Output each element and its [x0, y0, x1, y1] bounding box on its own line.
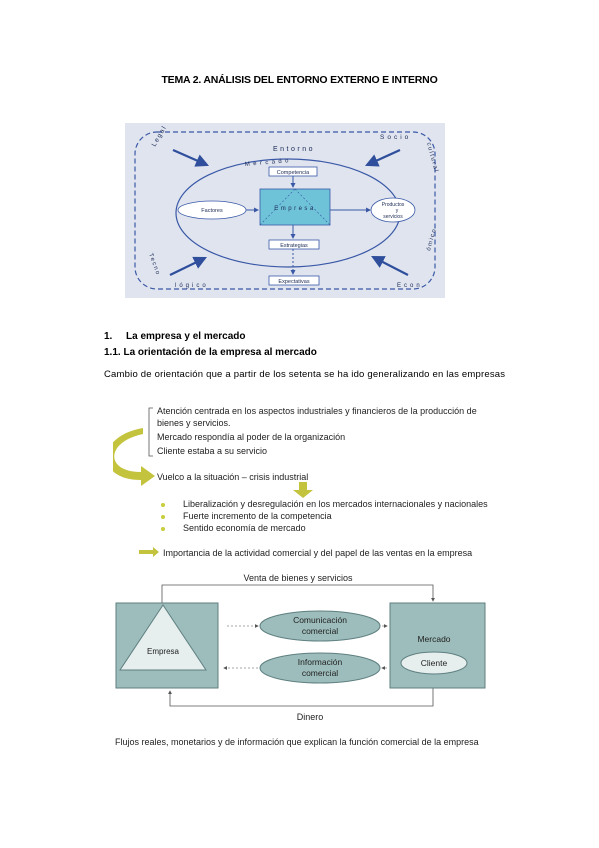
arrow-econ	[371, 255, 409, 276]
environment-diagram: Entorno Legal Socio cultural Tecno lógic…	[125, 123, 445, 298]
label-informacion: Información	[298, 657, 343, 667]
intro-paragraph: Cambio de orientación que a partir de lo…	[104, 369, 506, 380]
bullet-icon	[161, 527, 165, 531]
label-cliente: Cliente	[421, 658, 448, 668]
conclusion-text: Importancia de la actividad comercial y …	[163, 548, 473, 558]
down-arrow-icon	[293, 482, 313, 498]
bullet-item: Fuerte incremento de la competencia	[183, 511, 332, 521]
mercado-box	[389, 602, 486, 689]
label-factores: Factores	[201, 208, 223, 214]
text-line-5: Vuelco a la situación – crisis industria…	[157, 472, 309, 482]
bullet-icon	[161, 503, 165, 507]
section-heading-1: 1.La empresa y el mercado	[104, 331, 246, 342]
arrow-socio	[364, 148, 401, 167]
label-mercado: Mercado	[417, 634, 450, 644]
label-empresa: Empresa	[147, 647, 180, 656]
text-line-4: Cliente estaba a su servicio	[157, 446, 268, 456]
label-y: y	[396, 208, 399, 214]
bullet-icon	[161, 515, 165, 519]
section-heading-1-1: 1.1. La orientación de la empresa al mer…	[104, 347, 317, 358]
label-venta: Venta de bienes y servicios	[243, 573, 353, 583]
bullet-item: Liberalización y desregulación en los me…	[183, 499, 488, 509]
label-estrategias: Estrategias	[280, 243, 308, 249]
label-empresa: Empresa	[274, 206, 316, 212]
label-competencia: Competencia	[277, 170, 310, 176]
entorno-border	[134, 131, 436, 290]
page-title: TEMA 2. ANÁLISIS DEL ENTORNO EXTERNO E I…	[161, 74, 438, 86]
label-dinero: Dinero	[297, 712, 324, 722]
label-comunicacion-2: comercial	[302, 626, 338, 636]
label-cultural: cultural	[425, 142, 439, 174]
label-mercado: Mercado	[245, 158, 292, 168]
estrategias-box	[268, 239, 320, 250]
informacion-ellipse	[259, 652, 381, 684]
orientation-change-figure: Atención centrada en los aspectos indust…	[113, 394, 513, 564]
curved-arrow-icon	[113, 428, 155, 486]
label-informacion-2: comercial	[302, 668, 338, 678]
arrow-legal	[172, 148, 210, 167]
text-line-2: bienes y servicios.	[157, 418, 231, 428]
productos-ellipse	[370, 197, 416, 223]
text-line-1: Atención centrada en los aspectos indust…	[157, 406, 477, 416]
right-arrow-icon	[139, 547, 159, 557]
label-comunicacion: Comunicación	[293, 615, 347, 625]
label-productos: Productos	[382, 202, 405, 208]
label-expectativas: Expectativas	[278, 279, 309, 285]
label-socio: Socio	[380, 134, 411, 141]
commercial-flows-figure: Venta de bienes y servicios Empresa Comu…	[112, 568, 507, 728]
empresa-box	[259, 188, 331, 226]
expectativas-box	[268, 275, 320, 286]
bullet-item: Sentido economía de mercado	[183, 523, 306, 533]
comunicacion-ellipse	[259, 610, 381, 642]
label-entorno: Entorno	[273, 146, 315, 153]
label-tecno: Tecno	[147, 253, 161, 277]
label-servicios: servicios	[383, 214, 403, 220]
label-econ: Econ	[397, 283, 423, 289]
empresa-triangle	[119, 604, 207, 671]
label-omico: ómico	[426, 227, 438, 251]
figure-caption: Flujos reales, monetarios y de informaci…	[115, 737, 479, 747]
bracket	[148, 407, 153, 457]
arrow-tecno	[169, 256, 207, 276]
cliente-ellipse	[400, 651, 468, 675]
label-logico: lógico	[175, 283, 209, 289]
text-line-3: Mercado respondía al poder de la organiz…	[157, 432, 346, 442]
label-legal: Legal	[151, 124, 169, 148]
